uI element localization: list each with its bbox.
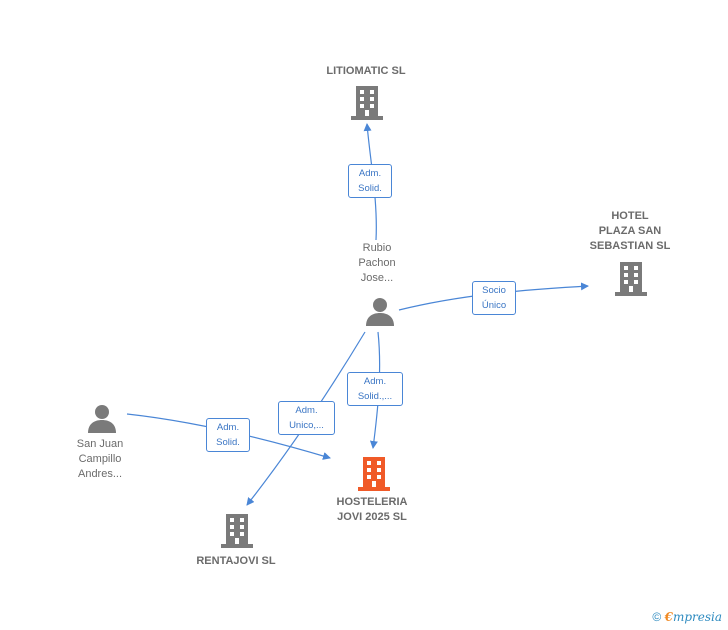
empresia-logo[interactable]: © €mpresia (652, 610, 722, 624)
brand-name: mpresia (672, 610, 722, 624)
edge-label-rubio-rentajovi: Adm. Unico,... (278, 401, 335, 435)
building-icon[interactable] (221, 514, 253, 548)
edge-label-rubio-litiomatic: Adm. Solid. (348, 164, 392, 198)
node-label-sanjuan[interactable]: San Juan Campillo Andres... (76, 438, 124, 480)
node-label-hosteleria[interactable]: HOSTELERIA JOVI 2025 SL (336, 496, 408, 523)
edge-label-rubio-hosteleria: Adm. Solid.,... (347, 372, 403, 406)
edge-label-sanjuan-hosteleria: Adm. Solid. (206, 418, 250, 452)
building-icon-focal[interactable] (358, 457, 390, 491)
node-label-hotel[interactable]: HOTEL PLAZA SAN SEBASTIAN SL (589, 210, 671, 252)
building-icon[interactable] (615, 262, 647, 296)
edge-label-rubio-hotel: Socio Único (472, 281, 516, 315)
node-label-litiomatic[interactable]: LITIOMATIC SL (326, 65, 406, 77)
brand-e: € (664, 610, 673, 624)
copyright-icon: © (652, 610, 662, 624)
person-icon[interactable] (365, 296, 395, 326)
node-label-rubio[interactable]: Rubio Pachon Jose... (358, 242, 396, 284)
node-label-rentajovi[interactable]: RENTAJOVI SL (196, 555, 276, 567)
person-icon[interactable] (87, 403, 117, 433)
building-icon[interactable] (351, 86, 383, 120)
